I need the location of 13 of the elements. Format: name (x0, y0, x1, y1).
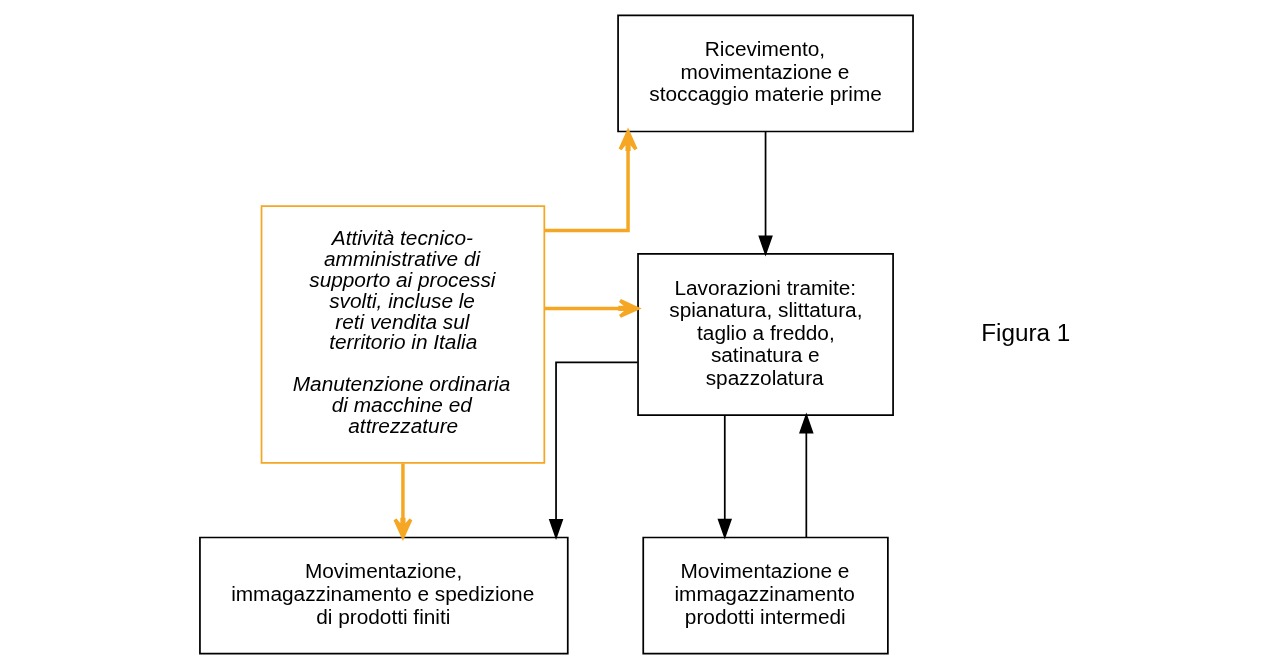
node-box: Movimentazione, immagazzinamento e spedizione di prodotti finiti (198, 536, 569, 655)
arrow (544, 298, 639, 318)
arrow (798, 412, 814, 538)
node-box: Attività tecnico-amministrative di supporto ai processi svolti, incluse le reti vendita sul territorio in Italia Manutenzione ordinaria di macchine ed attrezzature (260, 205, 545, 464)
arrow (392, 463, 412, 539)
arrow (757, 131, 773, 257)
label: Figura 1 (980, 318, 1070, 346)
arrow (548, 361, 638, 540)
node-box: Movimentazione e immagazzinamento prodotti intermedi (641, 536, 889, 655)
node-box: Lavorazioni tramite: spianatura, slittatura, taglio a freddo, satinatura e spazzolatura (636, 252, 894, 417)
arrow (544, 130, 638, 233)
node-box: Ricevimento, movimentazione e stoccaggio materie prime (616, 14, 914, 133)
arrow (717, 414, 732, 540)
